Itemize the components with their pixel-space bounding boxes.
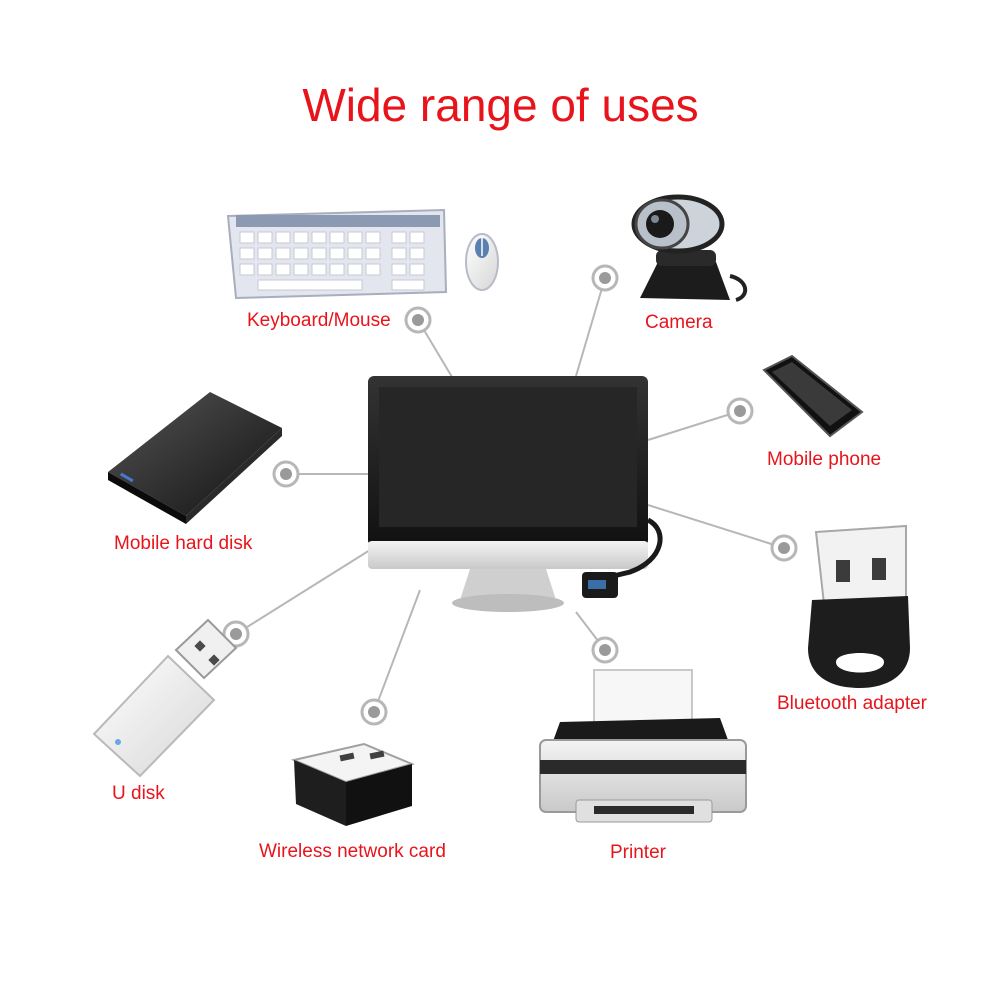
connector-node — [404, 306, 432, 334]
phone-icon — [762, 354, 864, 438]
label-bluetooth-adapter: Bluetooth adapter — [777, 693, 928, 714]
label-wireless-network-card: Wireless network card — [259, 841, 446, 862]
label-camera: Camera — [645, 312, 713, 333]
connector-node — [272, 460, 300, 488]
connector-node — [591, 636, 619, 664]
connector-node — [360, 698, 388, 726]
bluetooth-dongle-icon — [808, 524, 910, 688]
page-title: Wide range of uses — [302, 79, 699, 131]
label-printer: Printer — [610, 842, 666, 863]
wifi-dongle-icon — [290, 742, 416, 826]
label-mobile-phone: Mobile phone — [767, 449, 882, 470]
hard-disk-icon — [108, 392, 282, 524]
usb-flash-icon — [92, 618, 238, 778]
printer-icon — [539, 669, 747, 823]
webcam-icon — [631, 194, 747, 302]
connector-node — [591, 264, 619, 292]
label-mobile-hard-disk: Mobile hard disk — [114, 533, 253, 554]
label-keyboard-mouse: Keyboard/Mouse — [247, 310, 391, 331]
label-u-disk: U disk — [112, 783, 165, 804]
keyboard-mouse-icon — [226, 208, 499, 300]
monitor-icon — [368, 376, 663, 612]
connector-node — [222, 620, 250, 648]
connector-node — [726, 397, 754, 425]
connector-lines — [235, 277, 785, 713]
connector-node — [770, 534, 798, 562]
connector-nodes — [222, 264, 798, 726]
